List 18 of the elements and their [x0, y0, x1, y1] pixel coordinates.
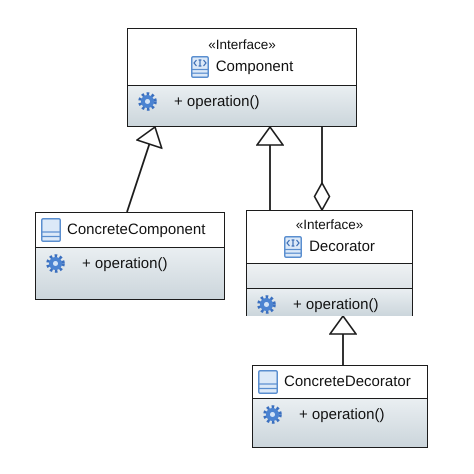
operation-label: + operation()	[174, 92, 260, 112]
interface-name: Decorator	[309, 236, 375, 257]
generalization-arrow	[126, 126, 163, 212]
aggregation-line	[314, 127, 330, 211]
stereotype-label: «Interface»	[208, 36, 276, 54]
class-box	[252, 365, 428, 448]
generalization-arrow	[329, 315, 357, 365]
operation-label: + operation()	[82, 254, 168, 274]
class-name: ConcreteComponent	[67, 220, 206, 240]
operation-label: + operation()	[293, 294, 378, 314]
interface-name: Component	[216, 56, 294, 77]
operation-label: + operation()	[299, 404, 384, 424]
class-name: ConcreteDecorator	[284, 372, 411, 392]
generalization-arrow	[256, 126, 284, 210]
class-box	[35, 212, 225, 300]
interface-box	[127, 28, 357, 127]
interface-box	[246, 210, 413, 316]
stereotype-label: «Interface»	[296, 216, 364, 234]
